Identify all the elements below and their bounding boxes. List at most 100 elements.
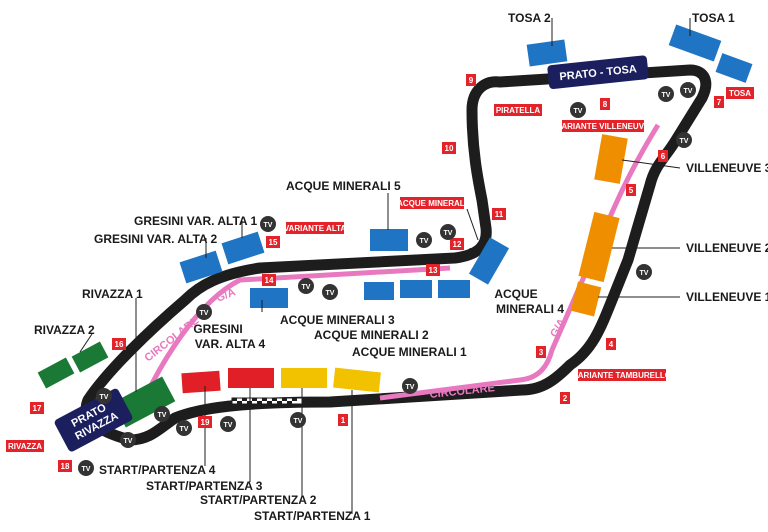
stand-tosa1[interactable] <box>668 24 722 62</box>
svg-text:TV: TV <box>294 418 303 425</box>
svg-text:15: 15 <box>269 238 278 247</box>
stand-prato-tosa[interactable]: PRATO - TOSA <box>547 55 649 89</box>
tv-icon: TV <box>196 304 212 320</box>
corner-variante-tamburello: VARIANTE TAMBURELLO <box>573 369 671 381</box>
stand-prato-rivazza[interactable]: PRATO RIVAZZA <box>53 387 133 453</box>
svg-text:ACQUE MINERALI: ACQUE MINERALI <box>397 199 467 208</box>
label-gresini-alta4b: VAR. ALTA 4 <box>195 337 266 351</box>
stand-rivazza2a[interactable] <box>37 357 75 389</box>
label-acque-minerali5: ACQUE MINERALI 5 <box>286 179 401 193</box>
svg-text:19: 19 <box>201 418 210 427</box>
stand-villeneuve3[interactable] <box>594 134 628 184</box>
tv-icon: TV <box>290 412 306 428</box>
svg-text:2: 2 <box>563 394 568 403</box>
turn-12: 12 <box>450 238 464 250</box>
tv-icon: TV <box>96 388 112 404</box>
svg-text:TV: TV <box>200 310 209 317</box>
svg-text:10: 10 <box>445 144 454 153</box>
svg-text:TV: TV <box>302 284 311 291</box>
stand-start2[interactable] <box>281 368 327 388</box>
svg-text:RIVAZZA: RIVAZZA <box>8 442 42 451</box>
pit-label-ga-left: G/A <box>215 286 238 304</box>
turn-9: 9 <box>466 74 476 86</box>
tv-icon: TV <box>676 132 692 148</box>
stand-start3[interactable] <box>228 368 274 388</box>
svg-text:VARIANTE VILLENEUVE: VARIANTE VILLENEUVE <box>557 122 650 131</box>
label-rivazza2: RIVAZZA 2 <box>34 323 95 337</box>
turn-7: 7 <box>714 96 724 108</box>
tv-icon: TV <box>260 216 276 232</box>
svg-text:TV: TV <box>444 230 453 237</box>
svg-text:5: 5 <box>629 186 634 195</box>
svg-text:8: 8 <box>603 100 608 109</box>
svg-text:TV: TV <box>124 438 133 445</box>
svg-text:TV: TV <box>224 422 233 429</box>
turn-11: 11 <box>492 208 506 220</box>
label-acque-minerali4b: MINERALI 4 <box>496 302 564 316</box>
tv-icon: TV <box>658 86 674 102</box>
corner-piratella: PIRATELLA <box>494 104 542 116</box>
svg-text:4: 4 <box>609 340 614 349</box>
tv-icon: TV <box>298 278 314 294</box>
turn-6: 6 <box>658 150 668 162</box>
stand-tosa1b[interactable] <box>715 53 753 83</box>
label-gresini-alta2: GRESINI VAR. ALTA 2 <box>94 232 217 246</box>
pit-label-circolare-left: CIRCOLARE <box>142 315 201 365</box>
turn-19: 19 <box>198 416 212 428</box>
stand-acque-minerali2[interactable] <box>400 280 432 298</box>
svg-text:TV: TV <box>100 394 109 401</box>
label-villeneuve2: VILLENEUVE 2 <box>686 241 768 255</box>
turn-3: 3 <box>536 346 546 358</box>
stand-gresini-alta4[interactable] <box>250 288 288 308</box>
tv-icon: TV <box>78 460 94 476</box>
svg-text:TV: TV <box>264 222 273 229</box>
leader-lines <box>79 18 691 514</box>
corner-tosa: TOSA <box>726 87 754 99</box>
stand-rivazza2b[interactable] <box>71 341 109 373</box>
stand-acque-minerali5[interactable] <box>370 229 408 251</box>
svg-text:1: 1 <box>341 416 346 425</box>
label-rivazza1: RIVAZZA 1 <box>82 287 143 301</box>
turn-2: 2 <box>560 392 570 404</box>
tv-icon: TV <box>636 264 652 280</box>
label-gresini-alta4a: GRESINI <box>193 322 242 336</box>
turn-4: 4 <box>606 338 616 350</box>
svg-text:TV: TV <box>680 138 689 145</box>
corner-rivazza: RIVAZZA <box>6 440 44 452</box>
stand-start4[interactable] <box>181 370 221 394</box>
label-start4: START/PARTENZA 4 <box>99 463 216 477</box>
turn-17: 17 <box>30 402 44 414</box>
turn-1: 1 <box>338 414 348 426</box>
tv-icon: TV <box>322 284 338 300</box>
tv-icon: TV <box>402 378 418 394</box>
svg-text:12: 12 <box>453 240 462 249</box>
tv-icon: TV <box>440 224 456 240</box>
stand-villeneuve2[interactable] <box>578 211 620 283</box>
turn-10: 10 <box>442 142 456 154</box>
stand-gresini-alta1[interactable] <box>221 231 265 265</box>
corner-variante-alta: VARIANTE ALTA <box>284 222 347 234</box>
label-acque-minerali1: ACQUE MINERALI 1 <box>352 345 467 359</box>
stand-villeneuve1[interactable] <box>570 281 602 317</box>
label-villeneuve3: VILLENEUVE 3 <box>686 161 768 175</box>
stand-tosa2[interactable] <box>526 39 568 67</box>
stand-acque-minerali3[interactable] <box>364 282 394 300</box>
turn-15: 15 <box>266 236 280 248</box>
svg-text:TV: TV <box>574 108 583 115</box>
svg-text:14: 14 <box>265 276 274 285</box>
stand-acque-minerali4[interactable] <box>468 237 510 285</box>
stand-gresini-alta2[interactable] <box>179 250 223 284</box>
svg-text:3: 3 <box>539 348 544 357</box>
turn-13: 13 <box>426 264 440 276</box>
svg-text:VARIANTE ALTA: VARIANTE ALTA <box>284 224 347 233</box>
stand-acque-minerali1[interactable] <box>438 280 470 298</box>
label-acque-minerali4a: ACQUE <box>494 287 537 301</box>
label-villeneuve1: VILLENEUVE 1 <box>686 290 768 304</box>
svg-text:TV: TV <box>406 384 415 391</box>
stand-start1[interactable] <box>333 367 381 393</box>
svg-text:TV: TV <box>82 466 91 473</box>
tv-icon: TV <box>416 232 432 248</box>
svg-text:16: 16 <box>115 340 124 349</box>
turn-18: 18 <box>58 460 72 472</box>
